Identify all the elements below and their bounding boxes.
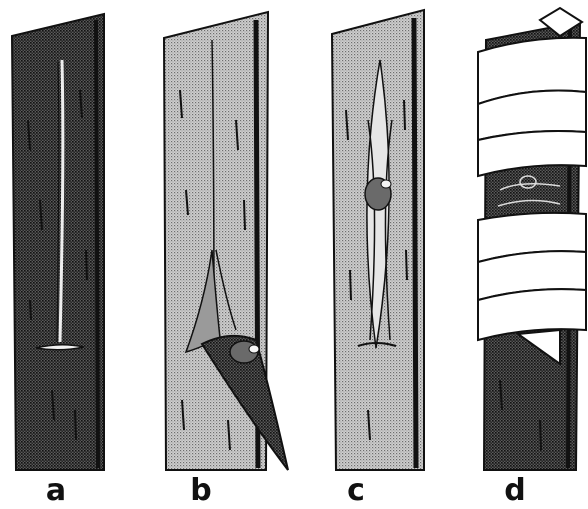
panel-c-stem bbox=[332, 10, 424, 470]
panel-a-stem bbox=[12, 14, 104, 470]
panel-label-b: b bbox=[181, 474, 221, 508]
panel-label-d: d bbox=[495, 474, 535, 508]
panel-d-stem bbox=[478, 8, 586, 470]
panel-b-stem bbox=[164, 12, 288, 470]
panel-label-c: c bbox=[336, 474, 376, 508]
panel-label-a: a bbox=[36, 474, 76, 508]
